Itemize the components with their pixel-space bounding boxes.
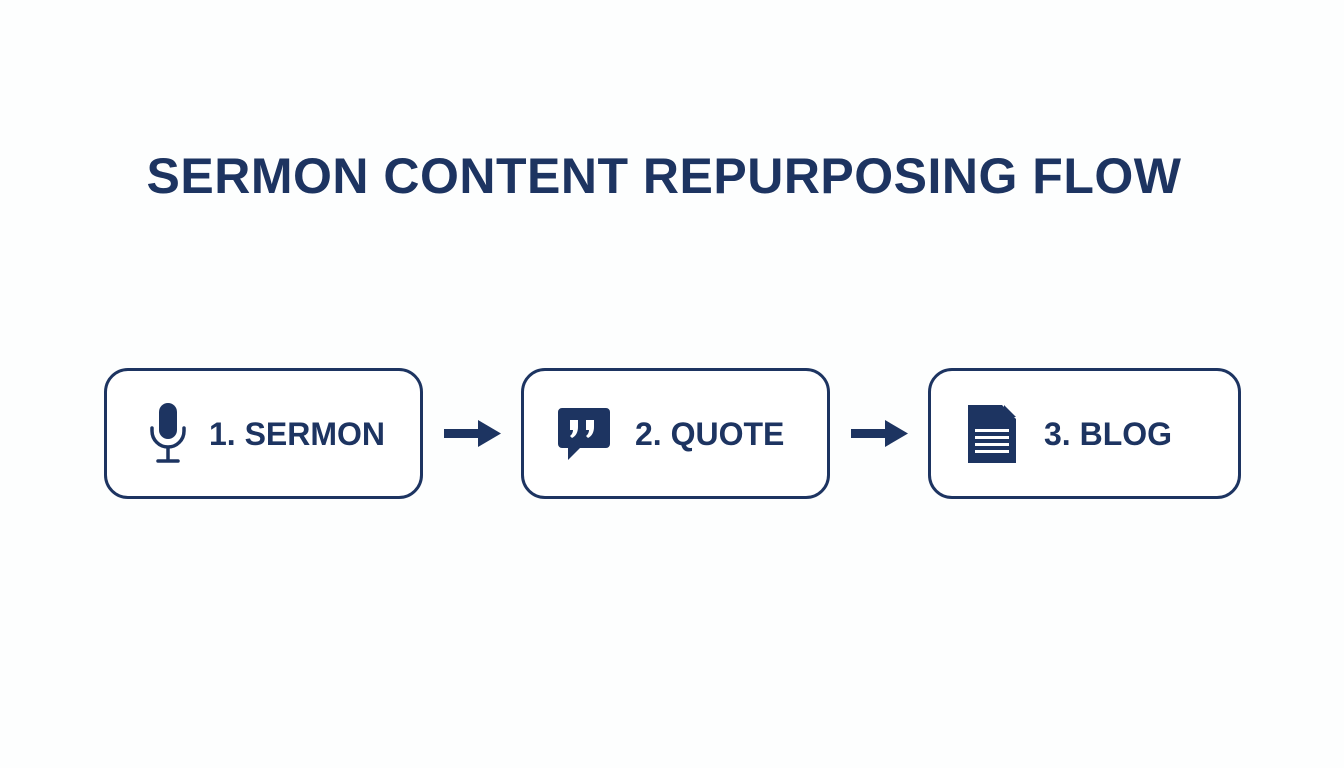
microphone-icon — [150, 402, 186, 463]
step-quote: 2. QUOTE — [521, 368, 830, 499]
step-label-sermon: 1. SERMON — [209, 415, 386, 452]
arrow-right-icon — [444, 420, 501, 447]
document-icon — [968, 404, 1016, 463]
page-title: SERMON CONTENT REPURPOSING FLOW — [146, 148, 1182, 204]
step-blog: 3. BLOG — [928, 368, 1241, 499]
step-label-blog: 3. BLOG — [1044, 415, 1173, 452]
quote-bubble-icon — [558, 407, 610, 460]
step-label-quote: 2. QUOTE — [635, 415, 785, 452]
arrow-right-icon — [851, 420, 908, 447]
step-sermon: 1. SERMON — [104, 368, 423, 499]
